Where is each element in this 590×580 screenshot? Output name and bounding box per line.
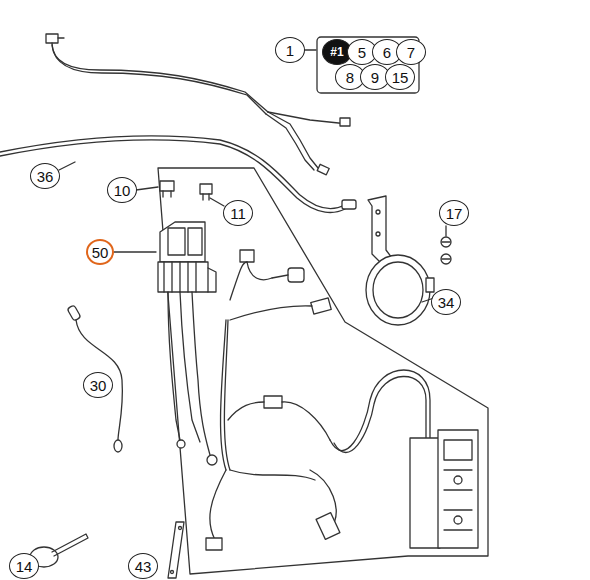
harness-outline [158, 168, 488, 574]
screw [441, 237, 451, 264]
main-harness [0, 34, 356, 212]
rubber-strap [168, 522, 184, 578]
callout-number: 7 [396, 39, 426, 65]
callout-number: 1 [275, 37, 305, 63]
callout-number: 34 [431, 289, 461, 315]
callout-number: 43 [128, 553, 158, 579]
callout-number: 14 [9, 553, 39, 579]
callout-number: 15 [385, 64, 415, 90]
callout-number: 50 [86, 239, 114, 265]
callout-number: 30 [83, 372, 113, 398]
switch-unit [410, 430, 478, 548]
harness-wires [206, 250, 430, 550]
callout-number: 10 [107, 177, 137, 203]
fuse [160, 181, 174, 197]
fuse-box [158, 222, 217, 465]
callout-number: 17 [439, 200, 469, 226]
cable-tie [30, 534, 88, 567]
ground-cable [67, 305, 122, 452]
horn [366, 196, 434, 325]
callout-number: 36 [30, 163, 60, 189]
callout-number: 11 [223, 200, 253, 226]
